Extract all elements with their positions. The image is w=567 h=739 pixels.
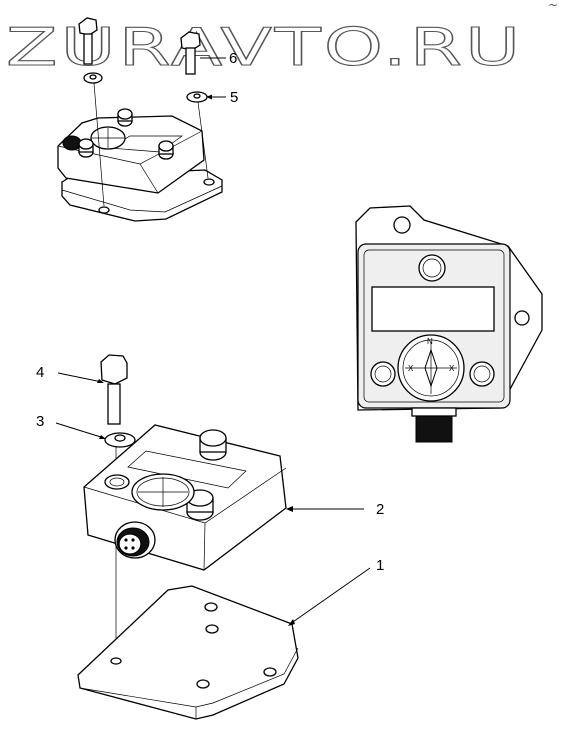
top-assembly [57, 17, 223, 222]
callout-3: 3 [36, 413, 44, 430]
front-display-window [371, 286, 495, 332]
callout-4: 4 [36, 364, 44, 381]
bolt-4 [100, 354, 128, 385]
front-view: N X X [355, 205, 543, 443]
bottom-assembly [77, 354, 299, 720]
callout-1: 1 [376, 557, 384, 574]
svg-text:X: X [408, 364, 414, 373]
svg-text:N: N [427, 337, 433, 346]
corner-mark: ~ [548, 0, 558, 12]
callout-2: 2 [376, 501, 384, 518]
mount-plate-1 [77, 585, 299, 720]
front-connector [415, 415, 453, 443]
callout-6: 6 [229, 50, 237, 67]
callout-5: 5 [230, 89, 238, 106]
svg-text:X: X [449, 364, 455, 373]
